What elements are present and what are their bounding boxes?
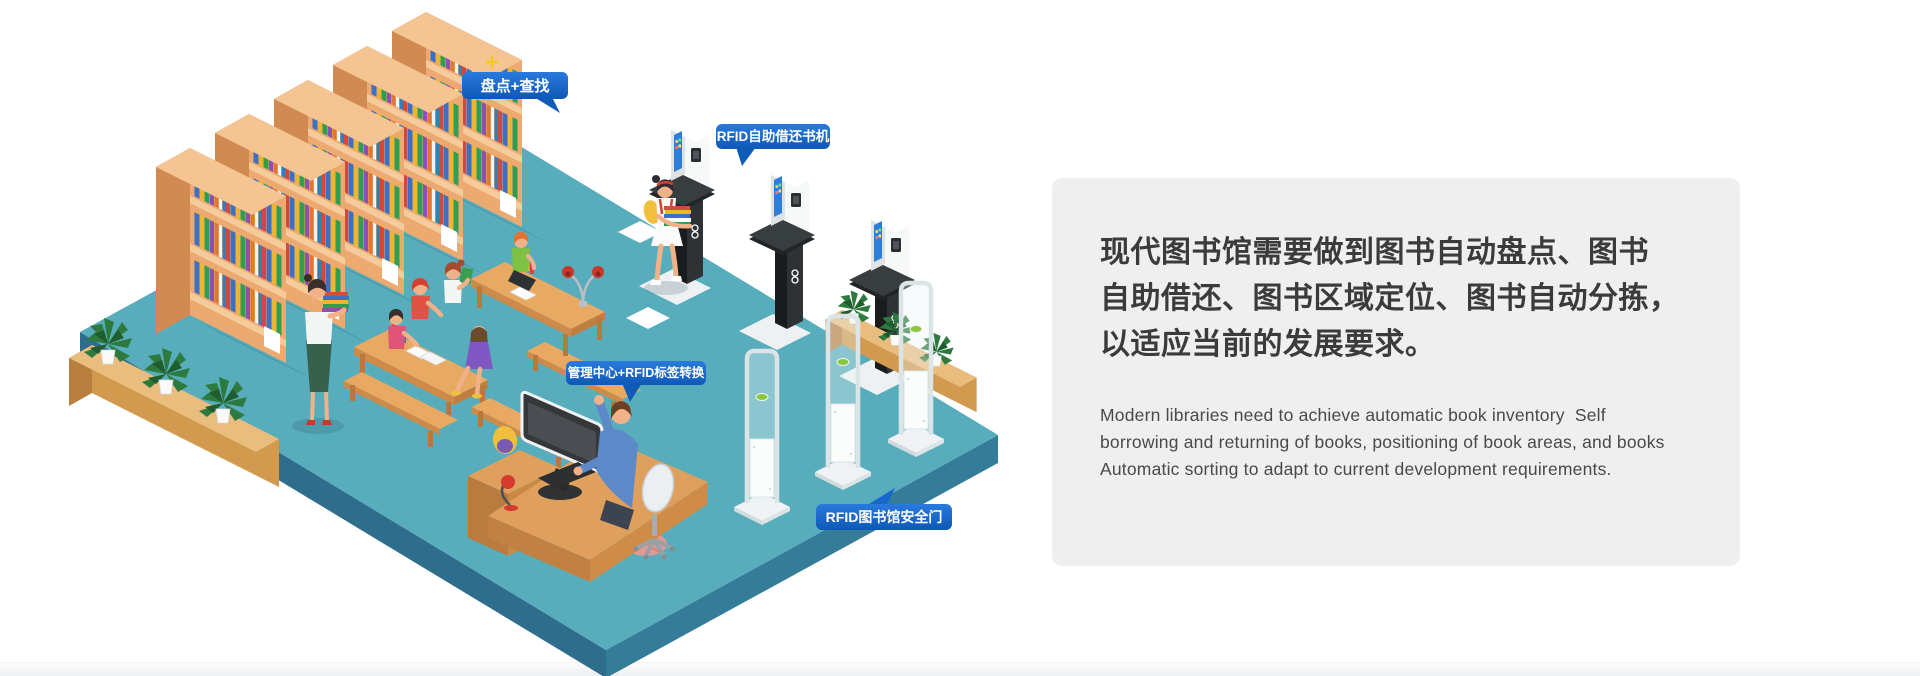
callout-inventory-search: 盘点+查找 [462, 56, 568, 113]
panel-heading-line: 以适应当前的发展要求。 [1100, 328, 1436, 361]
panel-heading-line: 现代图书馆需要做到图书自动盘点、图书 [1100, 236, 1649, 269]
reading-area [344, 231, 641, 473]
library-isometric-illustration: 盘点+查找 RFID自助借还书机 管理中心+RFID标签转换 RFID图书馆安全… [0, 12, 998, 676]
panel-heading-line: 自助借还、图书区域定位、图书自动分拣， [1100, 282, 1680, 315]
walking-girl-figure [643, 175, 693, 295]
callout-security-gate: RFID图书馆安全门 [816, 488, 952, 530]
callout-label: RFID自助借还书机 [717, 128, 830, 144]
librarian-figure [292, 274, 349, 434]
rfid-kiosk-row [618, 122, 916, 396]
panel-body-text: Modern libraries need to achieve automat… [1100, 405, 1669, 479]
next-section-edge [0, 662, 1920, 676]
panel-heading: 现代图书馆需要做到图书自动盘点、图书 自助借还、图书区域定位、图书自动分拣， 以… [1100, 230, 1700, 368]
management-desk-area [468, 390, 708, 582]
callout-label: 盘点+查找 [481, 77, 550, 95]
callout-management-center: 管理中心+RFID标签转换 [566, 361, 706, 402]
callout-rfid-kiosk: RFID自助借还书机 [716, 124, 830, 166]
sparkle-icon [486, 56, 498, 68]
info-panel: 现代图书馆需要做到图书自动盘点、图书 自助借还、图书区域定位、图书自动分拣， 以… [1052, 178, 1740, 566]
callout-label: RFID图书馆安全门 [826, 509, 943, 525]
callout-label: 管理中心+RFID标签转换 [568, 365, 705, 380]
